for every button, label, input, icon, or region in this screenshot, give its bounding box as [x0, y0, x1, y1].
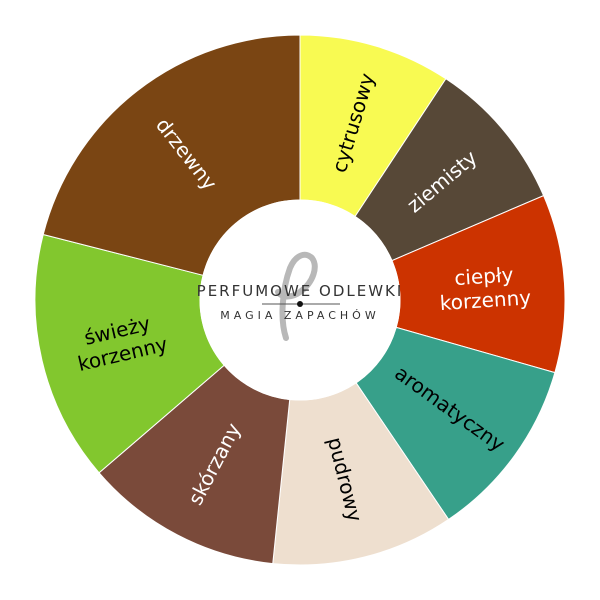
logo: PERFUMOWE ODLEWKI MAGIA ZAPACHÓW	[197, 251, 404, 341]
slices: cytrusowyziemistyciepłykorzennyaromatycz…	[34, 34, 566, 566]
slice-label-2: ciepłykorzenny	[438, 261, 532, 315]
center-hole	[199, 199, 401, 401]
logo-line1: PERFUMOWE ODLEWKI	[197, 282, 404, 300]
logo-mark-icon	[275, 251, 318, 341]
logo-line2: MAGIA ZAPACHÓW	[220, 309, 379, 322]
